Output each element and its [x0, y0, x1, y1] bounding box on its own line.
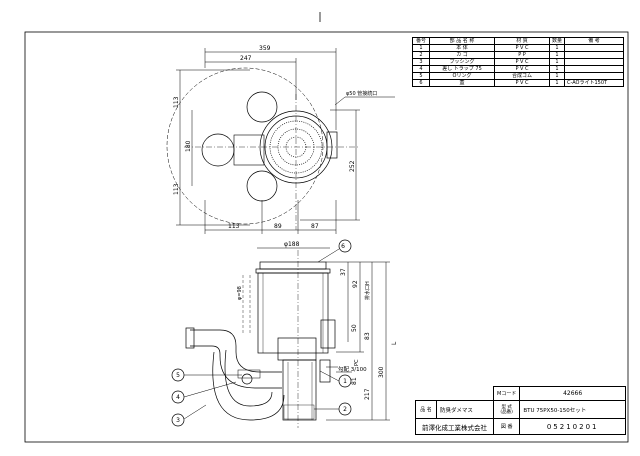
- model-value: BTU 75PX50-150セット: [519, 400, 626, 419]
- section-view: [171, 239, 390, 428]
- drawing-no-label: 図 番: [492, 418, 521, 435]
- drawing-no-value: 05210201: [519, 418, 626, 435]
- dim-217: 217: [364, 388, 371, 400]
- dim-37: 37: [340, 268, 347, 276]
- dim-113c: 113: [228, 223, 240, 230]
- balloon-6: 6: [341, 243, 345, 250]
- plan-view: [166, 48, 395, 234]
- dim-180: 180: [185, 140, 192, 152]
- dim-92: 92: [352, 280, 359, 288]
- dim-dia: φ188: [284, 241, 300, 248]
- outlet-note: φ50 管接続口: [346, 90, 377, 97]
- model-label: 型 式 (品番): [492, 400, 521, 419]
- balloon-2: 2: [343, 406, 347, 413]
- name-value: 防臭ダメマス: [436, 400, 494, 419]
- balloon-5: 5: [176, 372, 180, 379]
- balloon-1: 1: [343, 378, 347, 385]
- dim-83: 83: [364, 332, 371, 340]
- dim-247: 247: [240, 55, 252, 62]
- dim-81: 81: [351, 377, 358, 385]
- parts-table-header: 番号 部 品 名 称 材 質 数量 備 考: [412, 37, 624, 45]
- name-label: 品 名: [415, 400, 437, 419]
- balloon-4: 4: [176, 394, 180, 401]
- dim-hole: 排水口H: [364, 281, 371, 300]
- dim-50: 50: [351, 324, 358, 332]
- dim-252: 252: [349, 160, 356, 172]
- mcode-label: Mコード: [492, 386, 521, 401]
- dim-pc: PC: [354, 359, 360, 366]
- dim-98: φ=98: [237, 286, 243, 300]
- border-frame: [24, 31, 629, 443]
- dim-87: 87: [311, 223, 319, 230]
- balloon-3: 3: [176, 417, 180, 424]
- mcode-value: 42666: [519, 386, 626, 401]
- dim-300: 300: [378, 366, 385, 378]
- dim-359: 359: [259, 45, 271, 52]
- dim-113a: 113: [173, 96, 180, 108]
- dim-L: L: [391, 341, 398, 345]
- dim-slope: 勾配 3/100: [338, 365, 367, 373]
- company-name: 前澤化成工業株式会社: [415, 418, 494, 435]
- dim-89: 89: [274, 223, 282, 230]
- dim-113b: 113: [173, 183, 180, 195]
- title-block: Mコード 42666 品 名 防臭ダメマス 型 式 (品番) BTU 75PX5…: [415, 386, 626, 435]
